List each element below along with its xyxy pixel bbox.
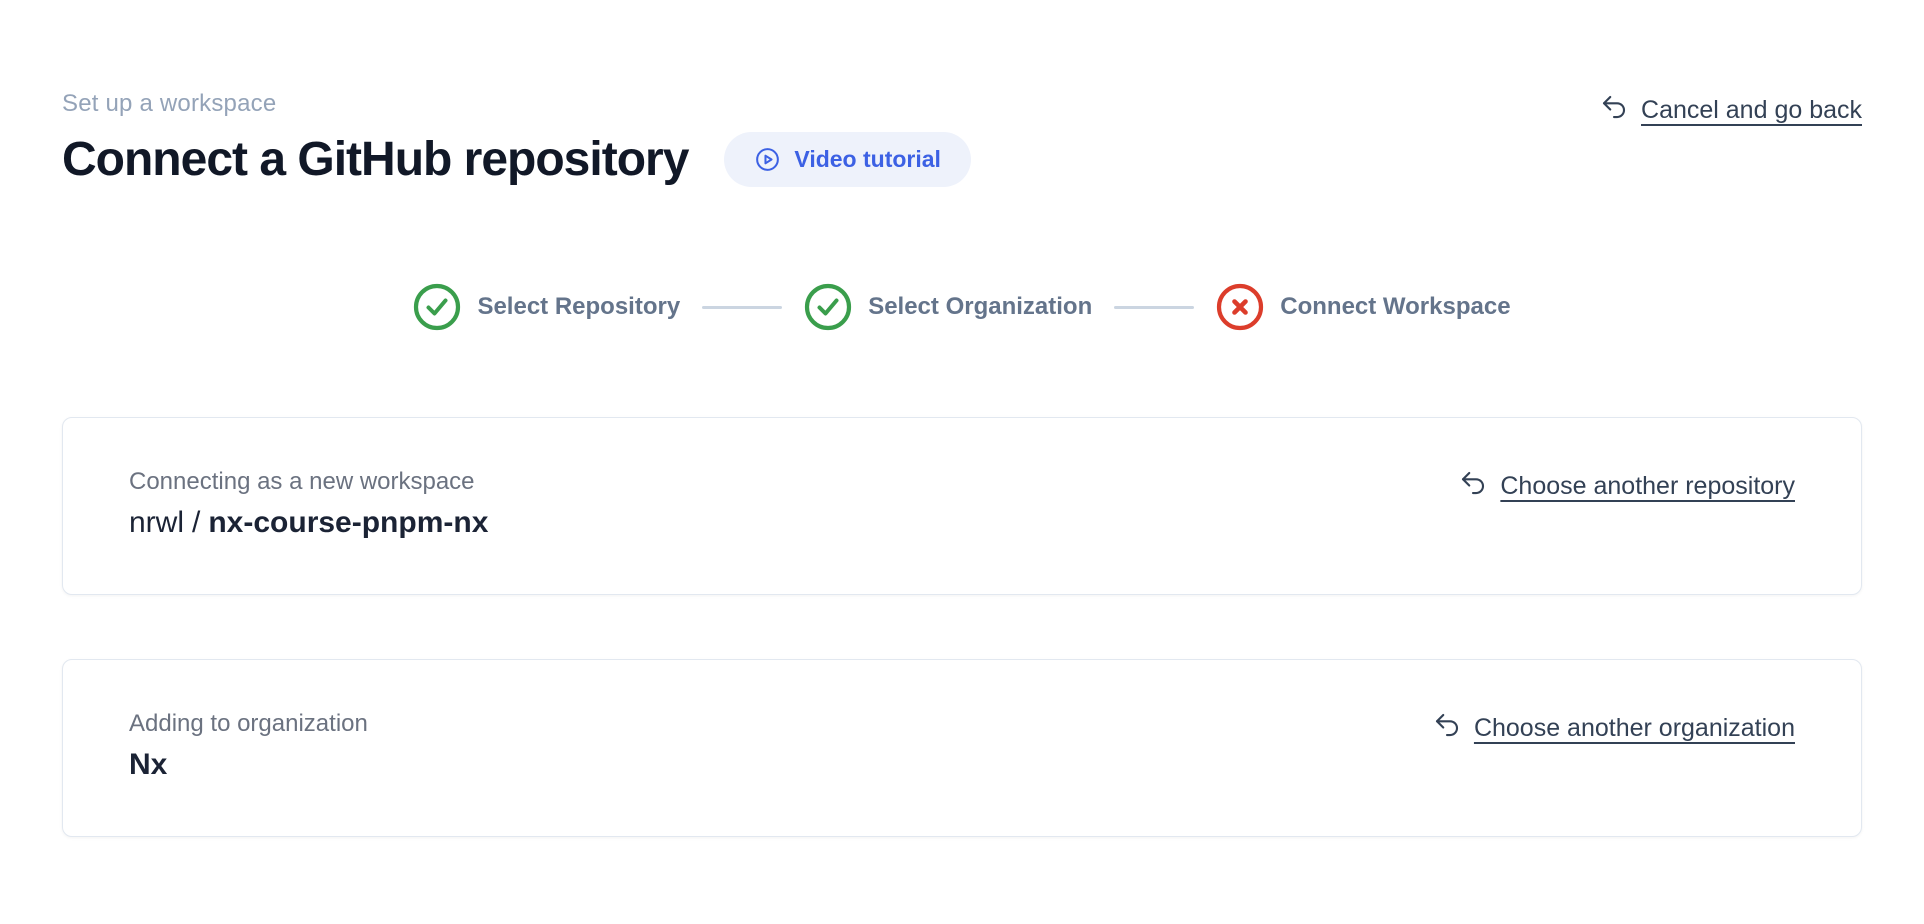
video-tutorial-button[interactable]: Video tutorial: [724, 132, 971, 187]
check-circle-icon: [805, 283, 852, 331]
step-label: Select Organization: [868, 293, 1093, 320]
eyebrow-label: Set up a workspace: [62, 90, 277, 117]
organization-name: Nx: [129, 748, 168, 781]
cancel-and-go-back-link[interactable]: Cancel and go back: [1599, 92, 1862, 129]
progress-stepper: Select Repository Select Organization Co…: [62, 283, 1862, 331]
page-header: Set up a workspace Connect a GitHub repo…: [62, 90, 1862, 187]
title-row: Connect a GitHub repository Video tutori…: [62, 132, 1862, 187]
choose-another-repository-link[interactable]: Choose another repository: [1458, 468, 1795, 505]
repository-card: Connecting as a new workspace nrwl/nx-co…: [62, 417, 1862, 595]
step-connector-line: [702, 305, 783, 309]
step-connect-workspace: Connect Workspace: [1216, 283, 1511, 331]
repository-card-label: Connecting as a new workspace: [129, 468, 475, 495]
cancel-link-label: Cancel and go back: [1641, 96, 1862, 124]
step-connector-line: [1114, 305, 1195, 309]
arrow-uturn-left-icon: [1599, 92, 1629, 129]
play-circle-icon: [754, 146, 781, 173]
arrow-uturn-left-icon: [1432, 710, 1462, 747]
step-select-organization: Select Organization: [804, 283, 1092, 331]
organization-card: Adding to organization Nx Choose another…: [62, 659, 1862, 837]
organization-card-info: Adding to organization Nx: [129, 710, 368, 782]
repository-name: nx-course-pnpm-nx: [208, 506, 489, 539]
repository-owner: nrwl: [129, 506, 185, 539]
page-title: Connect a GitHub repository: [62, 133, 689, 186]
x-circle-icon: [1217, 283, 1264, 331]
organization-card-label: Adding to organization: [129, 710, 368, 737]
check-circle-icon: [414, 283, 461, 331]
choose-repository-label: Choose another repository: [1500, 472, 1795, 500]
repository-separator: /: [192, 506, 201, 539]
step-label: Select Repository: [477, 293, 681, 320]
video-tutorial-label: Video tutorial: [794, 146, 941, 172]
choose-another-organization-link[interactable]: Choose another organization: [1432, 710, 1795, 747]
repository-card-info: Connecting as a new workspace nrwl/nx-co…: [129, 468, 488, 540]
arrow-uturn-left-icon: [1458, 468, 1488, 505]
repository-full-name: nrwl/nx-course-pnpm-nx: [129, 506, 488, 540]
step-select-repository: Select Repository: [413, 283, 680, 331]
choose-organization-label: Choose another organization: [1473, 714, 1795, 742]
step-label: Connect Workspace: [1280, 293, 1511, 320]
